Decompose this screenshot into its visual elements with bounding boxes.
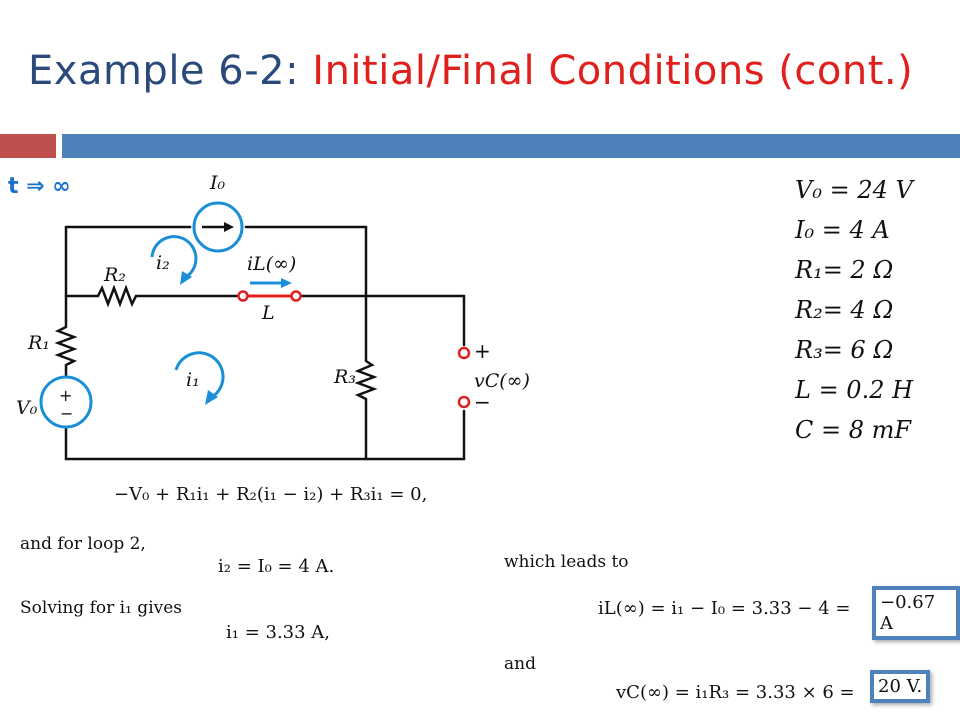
vc-plus-sign: + bbox=[474, 339, 491, 363]
v0-plus-sign: + bbox=[59, 386, 72, 405]
label-r2: R₂ bbox=[103, 264, 126, 286]
accent-bar-red bbox=[0, 134, 56, 158]
param-i0: I₀ = 4 A bbox=[795, 216, 890, 244]
label-vc: vC(∞) bbox=[474, 370, 530, 392]
param-v0: V₀ = 24 V bbox=[795, 176, 913, 204]
label-r1: R₁ bbox=[27, 332, 50, 354]
resistor-r1 bbox=[54, 319, 78, 379]
loop1-equation: −V₀ + R₁i₁ + R₂(i₁ − i₂) + R₃i₁ = 0, bbox=[114, 484, 428, 505]
il-equation: iL(∞) = i₁ − I₀ = 3.33 − 4 = bbox=[598, 598, 851, 619]
label-l: L bbox=[261, 302, 275, 324]
label-il: iL(∞) bbox=[247, 253, 296, 275]
slide-title: Example 6-2: Initial/Final Conditions (c… bbox=[28, 48, 913, 94]
solving-text: Solving for i₁ gives bbox=[20, 598, 183, 618]
source-arrow-head bbox=[224, 222, 234, 232]
loop-i1-arrowhead bbox=[205, 390, 218, 405]
il-arrow-head bbox=[281, 278, 292, 288]
parameter-list: V₀ = 24 V I₀ = 4 A R₁= 2 Ω R₂= 4 Ω R₃= 6… bbox=[795, 174, 913, 454]
loop-i2-arrow bbox=[150, 235, 198, 279]
inductor-terminal-right bbox=[290, 290, 302, 302]
label-i1: i₁ bbox=[186, 369, 200, 391]
title-topic: Initial/Final Conditions (cont.) bbox=[312, 48, 914, 94]
vc-minus-sign: − bbox=[474, 390, 491, 414]
t-to-infinity-label: t ⇒ ∞ bbox=[8, 174, 71, 199]
voltage-source-v0 bbox=[39, 375, 93, 429]
inductor-terminal-left bbox=[237, 290, 249, 302]
resistor-r3 bbox=[354, 225, 378, 461]
loop-i1-arrow bbox=[174, 351, 225, 399]
label-i2: i₂ bbox=[156, 252, 170, 274]
param-r2: R₂= 4 Ω bbox=[795, 296, 894, 324]
loop2-intro: and for loop 2, bbox=[20, 534, 146, 554]
param-r1: R₁= 2 Ω bbox=[795, 256, 894, 284]
resistor-r2 bbox=[64, 284, 244, 308]
and-text: and bbox=[504, 654, 536, 674]
param-l: L = 0.2 H bbox=[795, 376, 914, 404]
loop-i2-arrowhead bbox=[180, 271, 192, 285]
circuit-diagram: I₀ i₂ iL(∞) R₂ L R₁ i₁ R₃ vC(∞) V₀ + − +… bbox=[16, 172, 530, 461]
label-v0: V₀ bbox=[16, 397, 38, 419]
param-c: C = 8 mF bbox=[795, 416, 912, 444]
leads-to-text: which leads to bbox=[504, 552, 629, 572]
accent-bar-blue bbox=[62, 134, 960, 158]
i1-equation: i₁ = 3.33 A, bbox=[226, 622, 331, 643]
param-r3: R₃= 6 Ω bbox=[795, 336, 894, 364]
v0-minus-sign: − bbox=[60, 404, 73, 423]
vc-terminal-minus bbox=[457, 395, 471, 409]
label-r3: R₃ bbox=[333, 366, 356, 388]
vc-equation: vC(∞) = i₁R₃ = 3.33 × 6 = bbox=[616, 682, 855, 703]
label-i0: I₀ bbox=[209, 172, 226, 194]
i2-equation: i₂ = I₀ = 4 A. bbox=[218, 556, 335, 577]
vc-terminal-plus bbox=[457, 346, 471, 360]
vc-result-box: 20 V. bbox=[870, 670, 931, 703]
title-example: Example 6-2: bbox=[28, 48, 313, 94]
il-result-box: −0.67 A bbox=[872, 586, 960, 640]
